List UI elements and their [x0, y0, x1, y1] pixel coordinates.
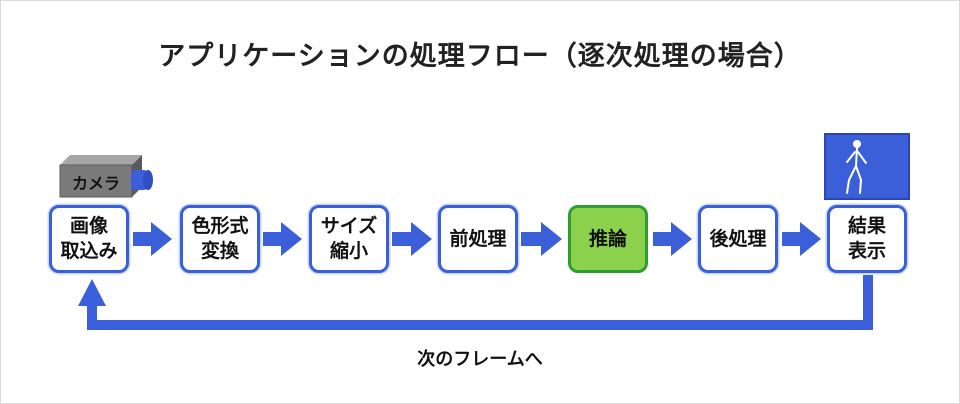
display-person-icon: [824, 133, 910, 200]
flow-arrow: [392, 222, 432, 256]
step-preprocess: 前処理: [438, 205, 518, 273]
loop-label: 次のフレームへ: [417, 349, 543, 370]
flow-arrow: [782, 222, 821, 256]
step-image-capture: 画像 取込み: [49, 205, 129, 273]
flow-arrow: [521, 222, 562, 256]
diagram-title: アプリケーションの処理フロー（逐次処理の場合）: [158, 41, 802, 72]
flow-arrow: [133, 222, 172, 256]
step-postprocess: 後処理: [698, 205, 778, 273]
flow-arrow: [263, 222, 302, 256]
step-color-convert: 色形式 変換: [180, 205, 260, 273]
camera-icon: [59, 155, 153, 198]
camera-label: カメラ: [71, 174, 120, 193]
step-result-display: 結果 表示: [827, 205, 907, 273]
flow-arrow: [653, 222, 692, 256]
loop-arrow: [78, 275, 873, 330]
step-inference: 推論: [568, 205, 648, 273]
step-resize: サイズ 縮小: [309, 205, 389, 273]
flow-arrows: [133, 222, 821, 256]
